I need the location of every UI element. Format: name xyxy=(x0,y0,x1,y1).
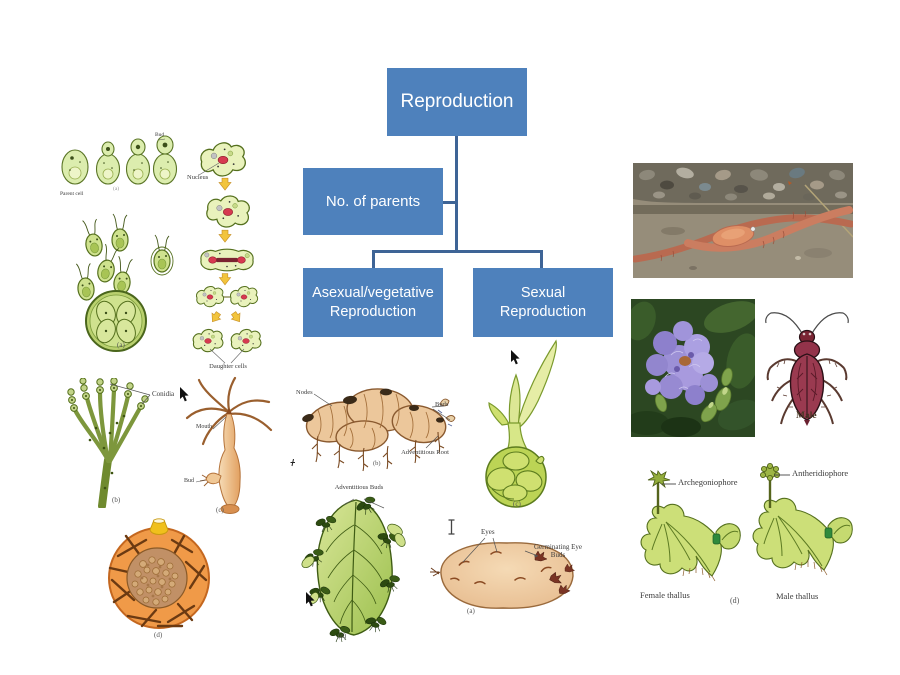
flowchart-connector-split xyxy=(372,250,543,253)
onion-sprout-illustration xyxy=(485,339,557,508)
hydra-caption: (c) xyxy=(216,506,224,514)
potato-illustration xyxy=(430,537,575,609)
figure-hydra: Mouth Bud (c) xyxy=(183,376,275,518)
photo-earthworms-mating xyxy=(633,163,853,278)
figure-bryophyllum-leaf: Adventitious Buds (d) xyxy=(296,480,414,645)
chlamydomonas-caption: (a) xyxy=(117,341,125,349)
figure-cockroach-male: Male xyxy=(763,303,851,428)
hydra-mouth-label: Mouth xyxy=(196,424,213,430)
figure-binary-fission: Nucleus Daughter cells xyxy=(183,133,287,385)
ginger-rhizome-illustration xyxy=(302,388,456,472)
potato-caption: (a) xyxy=(467,607,475,615)
flowchart-label-asexual: Asexual/vegetative Reproduction xyxy=(312,284,434,320)
cockroach-male-label: Male xyxy=(796,411,817,421)
flowchart-connector-vertical xyxy=(455,135,458,252)
flower-photo-illustration xyxy=(631,299,755,437)
onion-caption: (c) xyxy=(513,500,521,508)
flowchart-box-asexual-reproduction: Asexual/vegetative Reproduction xyxy=(303,268,443,337)
figure-yeast-budding: Parent cell Bud (a) xyxy=(58,118,188,203)
figure-conidia: Conidia (b) xyxy=(62,378,187,508)
potato-eyes-label: Eyes xyxy=(481,528,495,536)
fission-nucleus-label: Nucleus xyxy=(187,174,209,181)
male-thallus-label: Male thallus xyxy=(776,591,819,601)
liverwort-illustration xyxy=(639,463,854,583)
hydra-illustration xyxy=(185,376,273,514)
figure-sporangium: (d) xyxy=(98,518,223,643)
flowchart-label-no-of-parents: No. of parents xyxy=(325,192,421,210)
yeast-parent-cell-label: Parent cell xyxy=(60,191,84,197)
text-cursor-icon xyxy=(448,519,455,535)
figure-chlamydomonas: (a) xyxy=(58,213,180,353)
cursor-arrow-icon xyxy=(306,592,315,607)
flowchart-connector-stub-right xyxy=(540,250,543,269)
binary-fission-illustration xyxy=(192,142,262,364)
bryophyllum-leaf-illustration xyxy=(301,493,406,643)
conidia-caption: (b) xyxy=(112,496,121,504)
ginger-adventitious-root-label: Adventitious Root xyxy=(401,449,449,456)
yeast-caption: (a) xyxy=(113,186,120,192)
cursor-arrow-icon xyxy=(180,387,189,402)
flowchart-label-sexual: Sexual Reproduction xyxy=(499,284,587,320)
sporangium-illustration xyxy=(108,518,210,629)
figure-ginger-rhizome: Nodes Buds Adventitious Root (b) xyxy=(288,376,470,474)
sporangium-caption: (d) xyxy=(154,631,163,639)
hydra-bud-label: Bud xyxy=(184,478,195,484)
flowchart-box-sexual-reproduction: Sexual Reproduction xyxy=(473,268,613,337)
bryophyllum-adventitious-buds-label: Adventitious Buds xyxy=(334,484,384,491)
conidia-label: Conidia xyxy=(152,390,175,398)
ginger-nodes-label: Nodes xyxy=(296,389,313,396)
antheridiophore-label: Antheridiophore xyxy=(792,468,849,478)
fission-daughter-cells-label: Daughter cells xyxy=(209,363,247,370)
bryophyllum-caption: (d) xyxy=(338,632,347,640)
female-thallus-label: Female thallus xyxy=(640,590,690,600)
flowchart-connector-stub-left xyxy=(372,250,375,269)
flowchart-box-reproduction: Reproduction xyxy=(387,68,527,136)
yeast-bud-label: Bud xyxy=(155,132,165,138)
cockroach-illustration xyxy=(765,312,849,426)
earthworm-photo-illustration xyxy=(633,163,853,278)
flowchart-box-no-of-parents: No. of parents xyxy=(303,168,443,235)
ginger-caption: (b) xyxy=(373,460,381,467)
yeast-budding-illustration xyxy=(61,135,178,185)
potato-germinating-label: Germinating Eye Buds xyxy=(533,543,582,559)
small-mark-icon xyxy=(290,459,295,467)
archegoniophore-label: Archegoniophore xyxy=(678,477,738,487)
flowchart-connector-parents xyxy=(443,201,456,204)
chlamydomonas-illustration xyxy=(74,213,174,352)
flowchart-label-reproduction: Reproduction xyxy=(400,90,514,112)
liverwort-caption: (d) xyxy=(730,596,740,605)
photo-purple-flower xyxy=(631,299,755,437)
cursor-arrow-icon xyxy=(511,350,520,365)
figure-liverwort-thalli: Archegoniophore Antheridiophore Female t… xyxy=(618,458,883,613)
ginger-buds-label: Buds xyxy=(435,401,449,408)
figure-onion-sprout: (c) xyxy=(466,333,574,513)
figure-potato: Eyes Germinating Eye Buds (a) xyxy=(423,518,591,620)
conidia-illustration xyxy=(67,378,151,508)
